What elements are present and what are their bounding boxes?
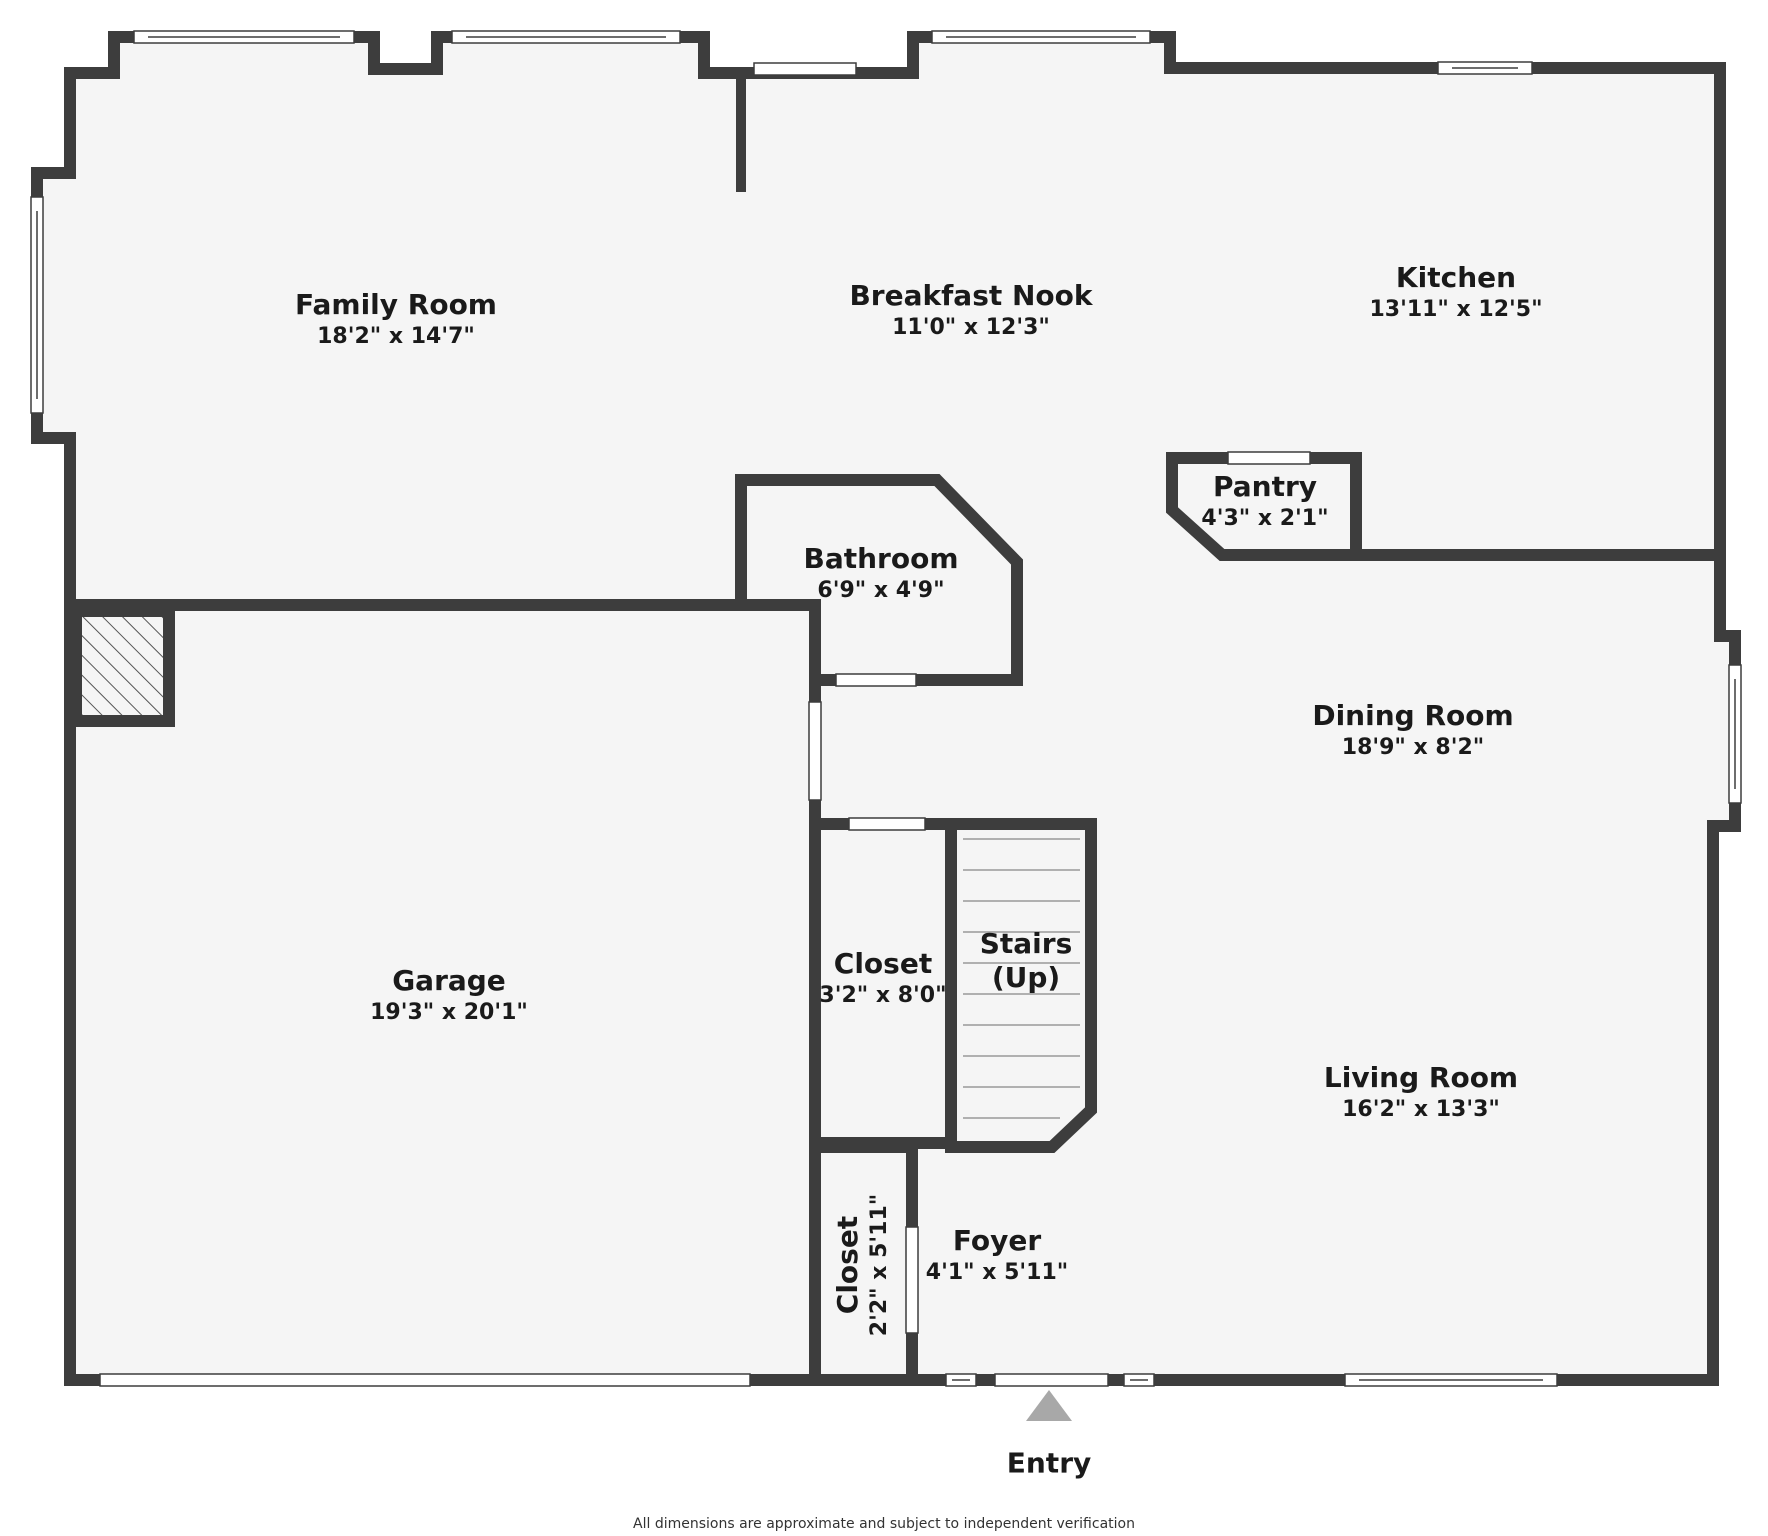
room-name: Dining Room xyxy=(1312,699,1514,732)
room-name: Breakfast Nook xyxy=(849,279,1093,312)
exterior-wall xyxy=(31,31,1741,1386)
room-label-family-room: Family Room 18'2" x 14'7" xyxy=(295,288,497,352)
room-label-living-room: Living Room 16'2" x 13'3" xyxy=(1324,1061,1518,1125)
room-name: Closet xyxy=(833,947,933,980)
room-label-dining-room: Dining Room 18'9" x 8'2" xyxy=(1312,699,1513,763)
entry-label: Entry xyxy=(1006,1446,1092,1480)
room-dimensions: 18'9" x 8'2" xyxy=(1341,735,1485,760)
room-label-pantry: Pantry 4'3" x 2'1" xyxy=(1201,470,1328,534)
room-dimensions: 2'2" x 5'11" xyxy=(867,1193,892,1337)
room-dimensions: 19'3" x 20'1" xyxy=(370,1000,528,1025)
room-dimensions: 18'2" x 14'7" xyxy=(317,324,475,349)
room-label-kitchen: Kitchen 13'11" x 12'5" xyxy=(1369,261,1542,325)
room-dimensions: 4'3" x 2'1" xyxy=(1201,506,1329,531)
room-label-closet-small: Closet 2'2" x 5'11" xyxy=(831,1194,895,1336)
room-dimensions: 4'1" x 5'11" xyxy=(925,1260,1069,1285)
room-label-garage: Garage 19'3" x 20'1" xyxy=(370,964,528,1028)
room-label-bathroom: Bathroom 6'9" x 4'9" xyxy=(803,542,958,606)
room-label-closet: Closet 3'2" x 8'0" xyxy=(819,947,946,1011)
room-dimensions: 13'11" x 12'5" xyxy=(1369,297,1543,322)
floor-fill xyxy=(37,37,1735,1380)
stairs-direction: (Up) xyxy=(991,961,1061,994)
room-name: Pantry xyxy=(1212,470,1318,503)
room-dimensions: 6'9" x 4'9" xyxy=(817,578,945,603)
room-label-breakfast-nook: Breakfast Nook 11'0" x 12'3" xyxy=(849,279,1092,343)
room-dimensions: 11'0" x 12'3" xyxy=(892,315,1050,340)
room-name: Bathroom xyxy=(803,542,959,575)
room-name: Living Room xyxy=(1323,1061,1519,1094)
room-name: Closet xyxy=(831,1215,864,1315)
stair-treads xyxy=(963,838,1080,1119)
room-label-foyer: Foyer 4'1" x 5'11" xyxy=(926,1224,1068,1288)
room-name: Kitchen xyxy=(1395,261,1517,294)
stairs-wall xyxy=(945,818,1097,1153)
room-name: Foyer xyxy=(952,1224,1042,1257)
bathroom-wall xyxy=(735,474,1023,686)
windows xyxy=(30,30,1742,1387)
room-dimensions: 16'2" x 13'3" xyxy=(1342,1097,1500,1122)
entry-arrow-icon xyxy=(1026,1390,1072,1421)
room-name: Garage xyxy=(392,964,506,997)
pantry-wall xyxy=(1166,452,1726,561)
room-name: Stairs xyxy=(979,927,1073,960)
room-label-stairs: Stairs (Up) xyxy=(980,927,1073,995)
room-dimensions: 3'2" x 8'0" xyxy=(819,983,947,1008)
room-name: Family Room xyxy=(295,288,497,321)
disclaimer: All dimensions are approximate and subje… xyxy=(633,1516,1135,1532)
hatched-block xyxy=(70,605,175,727)
